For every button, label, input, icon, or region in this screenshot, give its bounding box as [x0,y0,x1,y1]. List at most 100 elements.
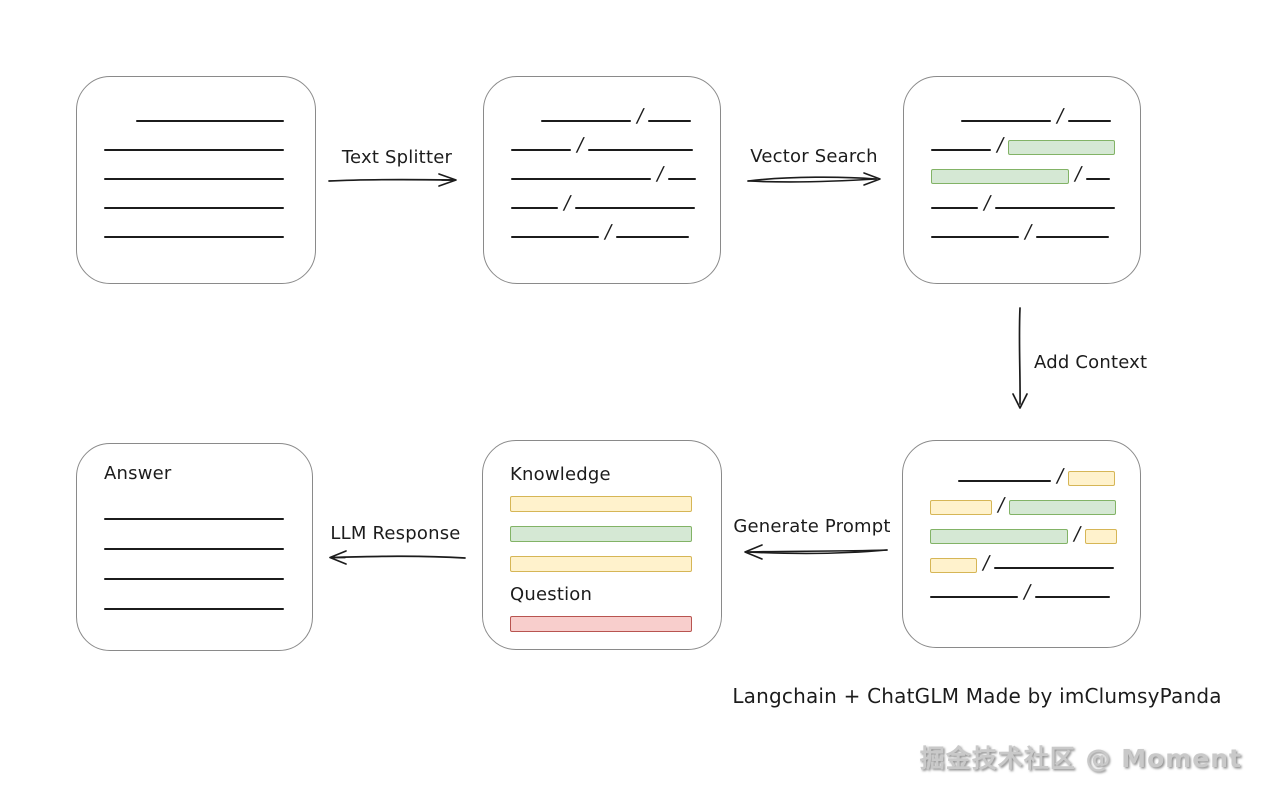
box-row: / [511,213,720,243]
box-row: / [930,544,1140,574]
text-line-segment [104,236,284,238]
source-document-box [76,76,316,284]
box-row: / [511,126,720,156]
box-row [104,97,315,126]
generate-prompt-arrow-icon [744,544,888,560]
text-line-segment [104,578,284,580]
text-line-segment [511,149,571,151]
vector-search-arrow-icon [747,172,881,186]
box-row: / [931,97,1140,127]
box-row: / [931,126,1140,156]
slash-separator: / [996,494,1007,516]
text-line-segment [1035,596,1111,598]
box-row: / [511,155,720,185]
question-label: Question [510,583,593,605]
box-row: / [930,486,1140,516]
text-line-segment [511,236,599,238]
box-row [104,494,312,524]
green-chunk-segment [1009,500,1117,515]
text-line-segment [511,207,558,209]
slash-separator: / [1073,163,1084,185]
text-line-segment [541,120,631,122]
knowledge-label: Knowledge [510,463,611,485]
add-context-arrow-icon [1012,307,1028,409]
slash-separator: / [1022,581,1033,603]
slash-separator: / [1072,523,1083,545]
box-row [510,489,721,519]
yellow-chunk-segment [510,496,692,512]
watermark-text: 掘金技术社区 @ Moment [919,744,1242,773]
slash-separator: / [981,552,992,574]
text-line-segment [104,608,284,610]
slash-separator: / [635,105,646,127]
text-line-segment [616,236,690,238]
text-line-segment [961,120,1051,122]
box-row [510,609,721,639]
red-chunk-segment [510,616,692,632]
box-row: / [930,573,1140,603]
slash-separator: / [603,221,614,243]
context-chunks-box: / / / / / [902,440,1141,648]
slash-separator: / [1023,221,1034,243]
yellow-chunk-segment [1085,529,1118,544]
text-line-segment [136,120,284,122]
text-line-segment [575,207,696,209]
box-row [104,584,312,614]
text-line-segment [668,178,697,180]
text-line-segment [104,518,284,520]
box-row: / [930,515,1140,545]
slash-separator: / [995,134,1006,156]
answer-box: Answer [76,443,313,651]
text-line-segment [995,207,1116,209]
box-row: / [931,155,1140,185]
yellow-chunk-segment [930,558,977,573]
answer-label: Answer [104,462,172,484]
box-row [104,213,315,242]
text-line-segment [1086,178,1111,180]
text-line-segment [648,120,692,122]
text-line-segment [958,480,1051,482]
text-line-segment [511,178,651,180]
green-chunk-segment [1008,140,1116,155]
box-row [104,184,315,213]
box-row: / [511,184,720,214]
text-line-segment [104,149,284,151]
add-context-label: Add Context [1034,352,1148,373]
text-splitter-arrow-icon [328,173,457,187]
text-line-segment [104,207,284,209]
diagram-caption: Langchain + ChatGLM Made by imClumsyPand… [732,684,1222,708]
text-line-segment [1036,236,1110,238]
box-row: / [511,97,720,127]
box-row [104,554,312,584]
box-row: Knowledge [510,459,721,489]
slash-separator: / [982,192,993,214]
box-row [510,549,721,579]
text-line-segment [588,149,694,151]
box-row: / [931,184,1140,214]
box-row [104,155,315,184]
box-row: / [930,457,1140,487]
green-chunk-segment [930,529,1068,544]
box-row [510,519,721,549]
vector-search-label: Vector Search [750,146,878,167]
vector-search-result-box: / / / / / [903,76,1141,284]
text-line-segment [104,548,284,550]
box-row: / [931,213,1140,243]
text-line-segment [931,207,978,209]
text-splitter-label: Text Splitter [341,147,453,168]
yellow-chunk-segment [930,500,992,515]
box-row [104,126,315,155]
yellow-chunk-segment [1068,471,1116,486]
text-line-segment [930,596,1018,598]
llm-response-label: LLM Response [330,523,461,544]
text-line-segment [1068,120,1112,122]
slash-separator: / [1055,465,1066,487]
yellow-chunk-segment [510,556,692,572]
text-line-segment [104,178,284,180]
green-chunk-segment [510,526,692,542]
generate-prompt-label: Generate Prompt [733,516,891,537]
slash-separator: / [575,134,586,156]
split-text-box: ///// [483,76,721,284]
